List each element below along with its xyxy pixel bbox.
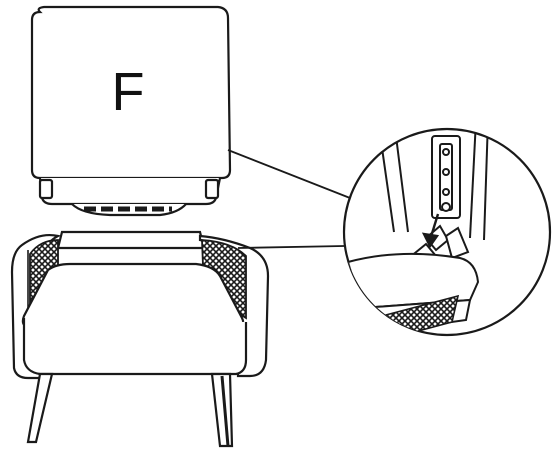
screw-hole-1 <box>443 149 449 155</box>
screw-hole-3 <box>443 189 449 195</box>
detail-zoom-circle <box>344 120 550 338</box>
chair-legs <box>28 374 232 446</box>
screw-hole-4 <box>442 203 450 211</box>
part-label-f: F <box>112 62 145 122</box>
seat-cushion <box>23 264 246 374</box>
callout-lines <box>228 150 350 248</box>
screw-hole-2 <box>443 169 449 175</box>
